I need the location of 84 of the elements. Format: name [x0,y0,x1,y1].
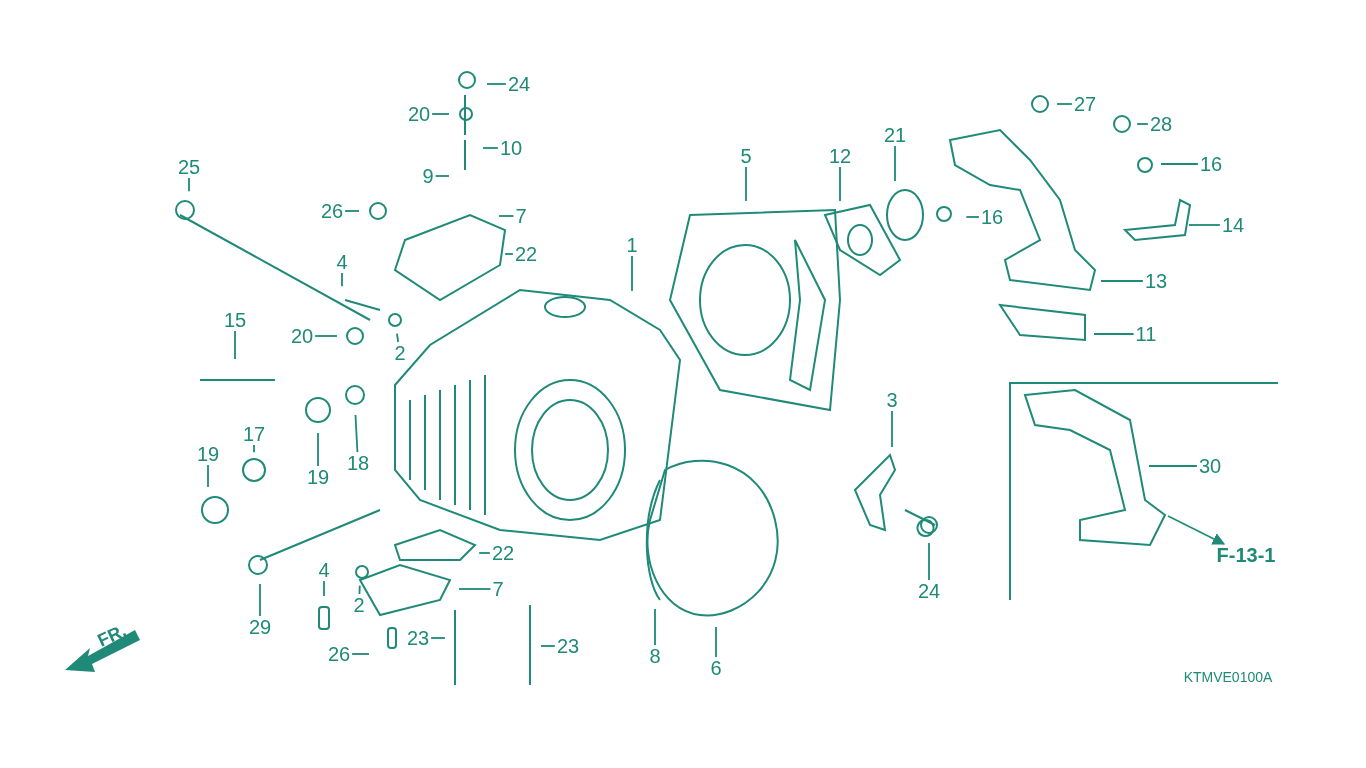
leader-line [351,653,370,655]
callout-number: 7 [492,579,504,599]
callout-number: 3 [886,390,898,410]
callout-number: 4 [318,560,330,580]
callout-number: 23 [406,628,430,648]
callout-number: 27 [1073,94,1097,114]
callout-number: 8 [649,646,661,666]
callout-number: 20 [290,326,314,346]
leader-line [1100,280,1144,282]
leader-line [341,272,343,288]
leader-line [498,215,515,217]
callout-number: 28 [1149,114,1173,134]
callout-number: 2 [394,343,406,363]
callout-number: 24 [507,74,531,94]
leader-line [928,542,930,581]
callout-number: 4 [336,252,348,272]
callout-number: 26 [327,644,351,664]
leader-line [253,444,255,454]
callout-number: 23 [556,636,580,656]
callout-number: 24 [917,581,941,601]
leader-line [431,113,450,115]
leader-line [715,626,717,658]
leader-line [891,410,893,448]
callout-number: 26 [320,201,344,221]
direction-label: FR. [94,620,130,652]
callout-number: 22 [514,244,538,264]
callout-number: 13 [1144,271,1168,291]
leader-line [631,255,633,292]
leader-line [504,253,514,255]
leader-line [234,330,236,360]
leader-line [540,645,556,647]
callout-number: 16 [1199,154,1223,174]
callout-number: 17 [242,424,266,444]
callout-number: 22 [491,543,515,563]
reference-label: F-13-1 [1216,545,1276,565]
leader-line [188,177,190,193]
leader-line [839,166,841,202]
leader-line [482,147,499,149]
leader-line [1148,465,1198,467]
callout-number: 21 [883,125,907,145]
callout-number: 25 [177,157,201,177]
leader-line [1136,123,1149,125]
callout-number: 30 [1198,456,1222,476]
leader-line [354,414,359,453]
leader-line [1093,333,1135,335]
callout-number: 7 [515,206,527,226]
leader-line [486,83,507,85]
leader-line [654,608,656,646]
drawing-code: KTMVE0100A [1183,669,1273,685]
callout-number: 16 [980,207,1004,227]
leader-line [259,583,261,617]
leader-line [317,432,319,467]
callout-number: 18 [346,453,370,473]
leader-line [745,166,747,202]
callout-number: 9 [422,166,434,186]
leader-line [207,464,209,488]
leader-line [358,584,361,595]
callout-number: 14 [1221,215,1245,235]
callout-number: 19 [306,467,330,487]
leader-line [1056,103,1073,105]
callout-number: 1 [626,235,638,255]
leader-line [1160,163,1199,165]
callout-number: 15 [223,310,247,330]
leader-line [396,332,400,343]
leader-line [894,145,896,182]
callout-number: 2 [353,595,365,615]
callout-number: 29 [248,617,272,637]
callout-number: 11 [1135,324,1157,344]
callout-number: 20 [407,104,431,124]
callout-number: 5 [740,146,752,166]
callout-number: 12 [828,146,852,166]
leader-line [965,216,980,218]
callout-number: 10 [499,138,523,158]
leader-line [344,210,360,212]
leader-line [434,175,450,177]
leader-line [478,552,491,554]
leader-line [458,588,492,590]
leader-line [430,637,446,639]
callout-number: 6 [710,658,722,678]
callout-number: 19 [196,444,220,464]
leader-line [1188,224,1221,226]
leader-line [314,335,338,337]
leader-line [323,580,325,597]
arrow [1167,515,1226,545]
